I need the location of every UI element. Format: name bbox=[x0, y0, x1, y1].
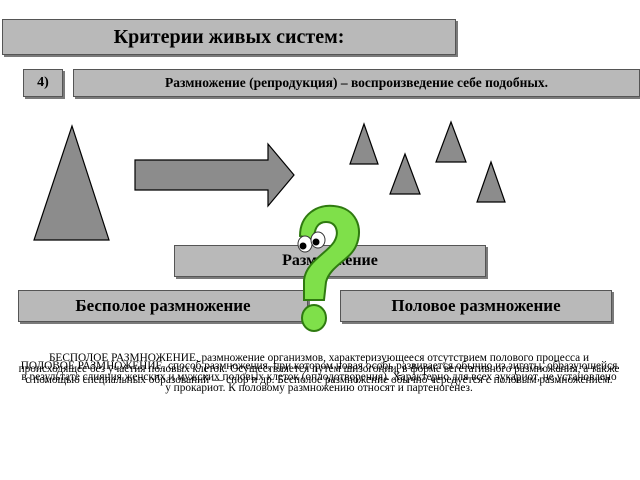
criterion-number: 4) bbox=[23, 69, 63, 97]
small-triangle-icon bbox=[435, 120, 467, 163]
asexual-reproduction-box: Бесполое размножение bbox=[18, 290, 308, 322]
sexual-definition-text: ПОЛОВОЕ РАЗМНОЖЕНИЕ, способ размножения,… bbox=[20, 360, 618, 395]
large-triangle-icon bbox=[33, 124, 110, 241]
small-triangle-icon bbox=[476, 160, 506, 203]
right-arrow-icon bbox=[134, 142, 295, 208]
small-triangle-icon bbox=[349, 122, 379, 165]
small-triangle-icon bbox=[389, 152, 421, 195]
page-title: Критерии живых систем: bbox=[2, 19, 456, 55]
definition-box: Размножение (репродукция) – воспроизведе… bbox=[73, 69, 640, 97]
sexual-reproduction-box: Половое размножение bbox=[340, 290, 612, 322]
asexual-definition-text: БЕСПОЛОЕ РАЗМНОЖЕНИЕ, размножение органи… bbox=[18, 352, 620, 387]
